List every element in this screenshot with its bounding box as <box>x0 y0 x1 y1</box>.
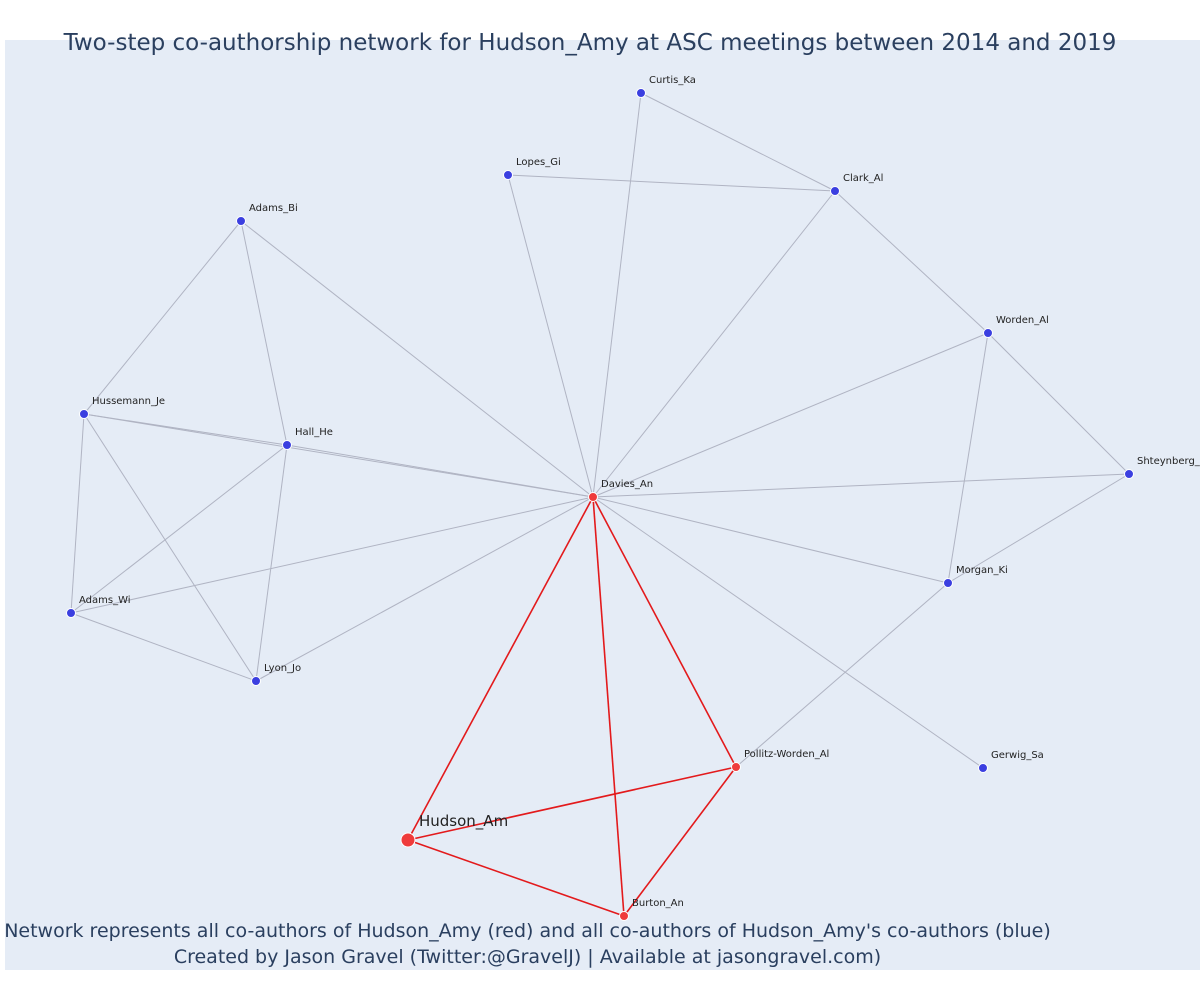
labels-layer: Hudson_Am Davies_AnPollitz-Worden_AlBurto… <box>79 75 1200 909</box>
node-label-pollitz-worden_al: Pollitz-Worden_Al <box>744 749 829 760</box>
node-clark_al[interactable] <box>830 186 840 196</box>
node-morgan_ki[interactable] <box>943 578 953 588</box>
footer-line-2: Created by Jason Gravel (Twitter:@Gravel… <box>173 946 882 968</box>
edge-adams_bi-hussemann_je <box>83 220 242 415</box>
node-label-curtis_ka: Curtis_Ka <box>649 75 696 86</box>
node-label-lopes_gi: Lopes_Gi <box>516 157 561 168</box>
edge-worden_al-morgan_ki <box>947 332 989 584</box>
edge-davies_an-lyon_jo <box>255 496 594 682</box>
edge-hall_he-adams_wi <box>70 444 288 614</box>
node-lyon_jo[interactable] <box>251 676 261 686</box>
edge-hall_he-lyon_jo <box>255 444 288 682</box>
node-adams_bi[interactable] <box>236 216 246 226</box>
edge-davies_an-lopes_gi <box>507 174 594 498</box>
edge-morgan_ki-pollitz-worden_al <box>735 582 949 768</box>
plot-area <box>5 40 1200 970</box>
edge-hussemann_je-lyon_jo <box>83 413 257 682</box>
node-label-adams_bi: Adams_Bi <box>249 203 298 214</box>
node-label-davies_an: Davies_An <box>601 479 653 490</box>
node-label-burton_an: Burton_An <box>632 898 684 909</box>
edge-davies_an-gerwig_sa <box>592 496 984 769</box>
node-gerwig_sa[interactable] <box>978 763 988 773</box>
edges-layer <box>70 92 1130 917</box>
node-label-morgan_ki: Morgan_Ki <box>956 565 1008 576</box>
edge-hussemann_je-adams_wi <box>70 413 85 614</box>
diagram-title: Two-step co-authorship network for Hudso… <box>63 30 1117 56</box>
edge-clark_al-worden_al <box>834 190 989 334</box>
edge-lopes_gi-clark_al <box>507 174 836 192</box>
nodes-layer <box>66 88 1134 921</box>
edge-pollitz-worden_al-burton_an <box>623 766 737 917</box>
edge-hudson_am-pollitz-worden_al <box>407 766 737 841</box>
node-hudson_am[interactable] <box>400 832 416 848</box>
node-adams_wi[interactable] <box>66 608 76 618</box>
node-label-hussemann_je: Hussemann_Je <box>92 396 165 407</box>
node-pollitz-worden_al[interactable] <box>731 762 741 772</box>
edge-davies_an-morgan_ki <box>592 496 949 584</box>
node-hussemann_je[interactable] <box>79 409 89 419</box>
node-label-gerwig_sa: Gerwig_Sa <box>991 750 1044 761</box>
node-curtis_ka[interactable] <box>636 88 646 98</box>
node-label-shteynberg_: Shteynberg_ <box>1137 456 1200 467</box>
node-lopes_gi[interactable] <box>503 170 513 180</box>
edge-davies_an-curtis_ka <box>592 92 642 498</box>
footer-caption: Network represents all co-authors of Hud… <box>0 918 1055 970</box>
node-label-hall_he: Hall_He <box>295 427 333 438</box>
node-burton_an[interactable] <box>619 911 629 921</box>
edge-worden_al-shteynberg_ <box>987 332 1130 475</box>
edge-davies_an-hussemann_je <box>83 413 594 498</box>
edge-davies_an-adams_bi <box>240 220 594 498</box>
node-worden_al[interactable] <box>983 328 993 338</box>
footer-line-1: Network represents all co-authors of Hud… <box>4 920 1051 942</box>
node-label-worden_al: Worden_Al <box>996 315 1049 326</box>
node-shteynberg_[interactable] <box>1124 469 1134 479</box>
node-label-lyon_jo: Lyon_Jo <box>264 663 301 674</box>
edge-davies_an-burton_an <box>592 496 625 917</box>
edge-davies_an-pollitz-worden_al <box>592 496 737 768</box>
node-davies_an[interactable] <box>588 492 598 502</box>
edge-hussemann_je-hall_he <box>83 413 288 446</box>
node-label-adams_wi: Adams_Wi <box>79 595 131 606</box>
edge-adams_bi-hall_he <box>240 220 288 446</box>
edge-davies_an-hall_he <box>286 444 594 498</box>
edge-adams_wi-lyon_jo <box>70 612 257 682</box>
edge-hudson_am-davies_an <box>407 496 594 841</box>
edge-davies_an-adams_wi <box>70 496 594 614</box>
edge-davies_an-clark_al <box>592 190 836 498</box>
edge-davies_an-worden_al <box>592 332 989 498</box>
node-hall_he[interactable] <box>282 440 292 450</box>
edge-hudson_am-burton_an <box>407 839 625 917</box>
node-label-clark_al: Clark_Al <box>843 173 883 184</box>
edge-davies_an-shteynberg_ <box>592 473 1130 498</box>
edge-curtis_ka-clark_al <box>640 92 836 192</box>
node-label-hudson_am: Hudson_Am <box>419 812 508 831</box>
edge-shteynberg_-morgan_ki <box>947 473 1130 584</box>
